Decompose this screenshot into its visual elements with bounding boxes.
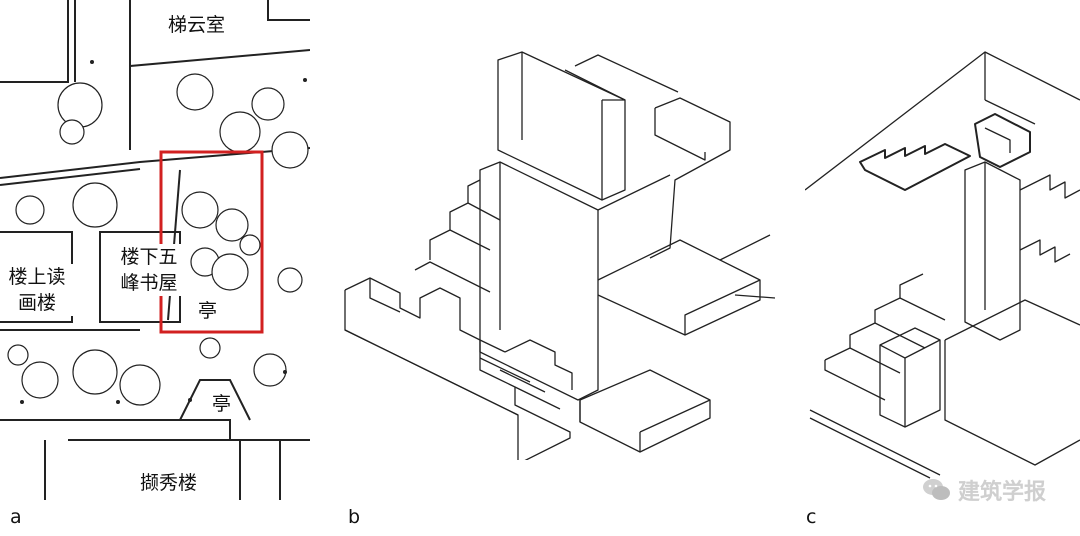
room-label-wufeng-study: 楼下五 峰书屋 bbox=[112, 244, 186, 296]
watermark: 建筑学报 bbox=[922, 474, 1046, 506]
axonometric-drawing-c bbox=[805, 51, 1080, 479]
site-plan-drawing bbox=[0, 0, 310, 500]
pavilion-label-upper: 亭 bbox=[196, 300, 220, 322]
room-label-wufeng-study-line1: 楼下五 bbox=[120, 246, 178, 268]
panel-label-a: a bbox=[10, 506, 22, 528]
panel-b-axonometric bbox=[340, 40, 780, 460]
panel-label-c: c bbox=[806, 506, 817, 528]
wechat-icon bbox=[922, 479, 950, 500]
panel-c-axonometric bbox=[805, 40, 1080, 480]
room-label-tiyunshi: 梯云室 bbox=[166, 14, 228, 36]
highlight-frame bbox=[159, 150, 264, 334]
pavilion-label-lower: 亭 bbox=[210, 393, 234, 415]
room-label-xiexiu-tower: 撷秀楼 bbox=[138, 472, 200, 494]
room-label-wufeng-study-line2: 峰书屋 bbox=[120, 272, 178, 294]
axonometric-drawing-b bbox=[344, 51, 776, 460]
room-label-reading-tower-line1: 楼上读 bbox=[8, 266, 66, 288]
watermark-text: 建筑学报 bbox=[957, 480, 1046, 505]
room-label-reading-tower-line2: 画楼 bbox=[17, 292, 56, 314]
panel-label-b: b bbox=[348, 506, 361, 528]
room-label-reading-tower: 楼上读 画楼 bbox=[0, 264, 74, 316]
panel-a-site-plan: 梯云室 楼上读 画楼 楼下五 峰书屋 亭 亭 撷秀楼 bbox=[0, 0, 310, 500]
